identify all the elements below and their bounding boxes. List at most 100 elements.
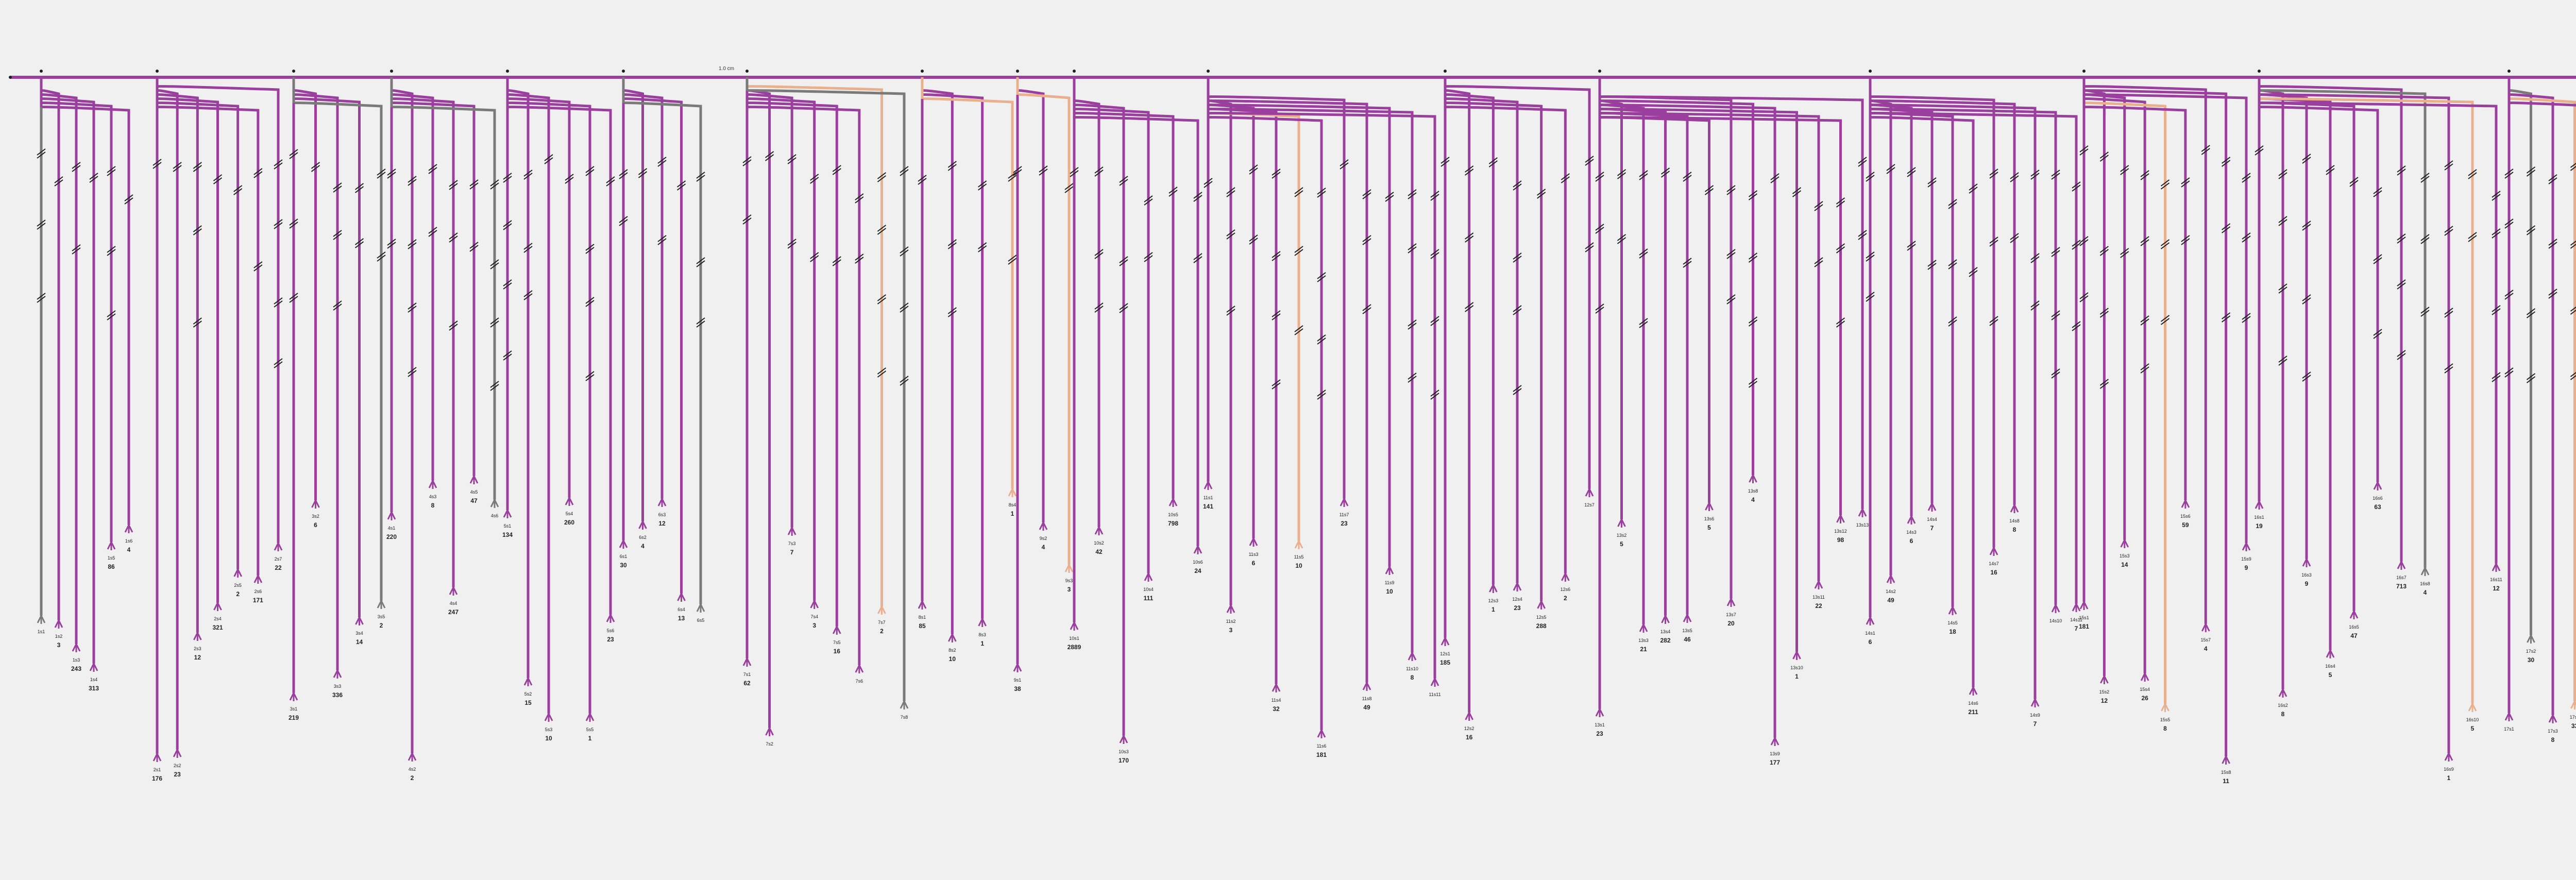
cord-id-label: 11s8 [1362, 696, 1372, 701]
knot-mark [233, 185, 243, 192]
cord-id-label: 5s3 [545, 727, 553, 732]
knot-mark [2051, 310, 2060, 317]
cord-value-label: 12 [2101, 697, 2108, 704]
cord-tassel [2468, 702, 2477, 712]
cord-tassel [490, 498, 499, 508]
knot-mark [173, 165, 182, 172]
cord-value-label: 7 [790, 549, 794, 556]
knot-mark [2326, 168, 2335, 175]
cord-value-label: 63 [2374, 503, 2381, 511]
cord-tassel [1119, 734, 1128, 744]
cord-tassel [311, 498, 320, 509]
cord-id-label: 5s2 [524, 691, 532, 697]
knot-mark [1989, 172, 1998, 179]
knot-mark [274, 361, 283, 368]
cord-value-label: 47 [2350, 632, 2358, 639]
cord-id-label: 10s3 [1118, 749, 1129, 754]
knot-mark [1465, 305, 1474, 312]
cord-tassel [1144, 571, 1153, 582]
knot-mark [2504, 168, 2514, 176]
knot-mark [1294, 325, 1303, 332]
knot-mark [1748, 252, 1758, 260]
cord-tassel [2255, 499, 2264, 510]
cord-tassel [1907, 514, 1916, 524]
knot-mark [213, 174, 223, 181]
knot-mark [2492, 228, 2501, 235]
cord-value-label: 46 [1684, 636, 1691, 643]
cord-id-label: 12s5 [1536, 615, 1547, 620]
knot-mark [107, 310, 116, 317]
knot-mark [877, 297, 887, 304]
cord-id-label: 13s1 [1595, 722, 1605, 727]
knot-mark [2242, 173, 2251, 180]
cord-value-label: 260 [564, 519, 574, 526]
cord-id-label: 6s3 [658, 512, 666, 517]
cord-id-label: 12s2 [1464, 726, 1475, 731]
cord-id-label: 15s8 [2221, 770, 2231, 775]
knot-mark [1683, 258, 1692, 265]
knot-mark [152, 159, 162, 166]
knot-mark [1385, 195, 1394, 202]
knot-mark [877, 367, 887, 375]
knot-mark [877, 228, 887, 235]
knot-mark [1585, 156, 1594, 163]
knot-mark [606, 179, 615, 187]
knot-mark [1836, 246, 1845, 253]
cord-id-label: 2s6 [255, 589, 262, 594]
knot-mark [1989, 168, 1998, 176]
knot-mark [900, 376, 909, 383]
knot-mark [2444, 160, 2453, 167]
cord-tassel [2302, 557, 2311, 567]
knot-mark [742, 217, 752, 225]
cord-value-label: 21 [1640, 646, 1647, 653]
knot-mark [1144, 198, 1153, 206]
knot-mark [638, 171, 648, 178]
cord-id-label: 3s4 [355, 631, 363, 636]
knot-mark [523, 173, 533, 180]
knot-mark [1430, 316, 1439, 323]
cord-tassel [1465, 710, 1474, 721]
knot-mark [37, 293, 46, 300]
knot-mark [1119, 259, 1128, 266]
knot-mark [2302, 294, 2311, 301]
knot-mark [1726, 188, 1736, 195]
pendant-cord [2082, 77, 2248, 543]
cord-value-label: 4 [1751, 496, 1755, 503]
cord-tassel [2100, 674, 2109, 684]
cord-id-label: 14s4 [1927, 517, 1937, 522]
knot-mark [1513, 308, 1522, 315]
knot-mark [2492, 305, 2501, 312]
cord-id-label: 7s2 [766, 741, 773, 747]
pendant-cord [2258, 77, 2332, 650]
knot-mark [2526, 228, 2536, 235]
knot-mark [877, 175, 887, 182]
knot-mark [503, 220, 512, 227]
cord-id-label: 7s4 [810, 614, 818, 619]
knot-mark [2242, 176, 2251, 183]
pendant-cord [622, 77, 683, 594]
knot-mark [1866, 172, 1875, 179]
cord-id-label: 13s13 [1856, 522, 1869, 528]
cord-value-label: 26 [2141, 695, 2148, 702]
pendant-cord [292, 77, 383, 601]
cord-id-label: 6s4 [677, 607, 685, 612]
knot-mark [1836, 197, 1845, 205]
knot-mark [523, 243, 533, 250]
knot-mark [978, 183, 987, 191]
cord-tassel [810, 599, 819, 609]
knot-mark [1094, 249, 1104, 256]
cord-id-label: 5s6 [607, 628, 615, 633]
knot-mark [900, 169, 909, 176]
cord-tassel [2444, 751, 2453, 761]
knot-mark [1748, 319, 1758, 327]
cord-tassel [253, 573, 263, 584]
cord-id-label: 4s1 [388, 526, 396, 531]
pendant-cord [1869, 77, 1975, 687]
knot-mark [1704, 188, 1714, 195]
cord-tassel [193, 631, 202, 641]
cord-id-label: 10s5 [1168, 512, 1178, 517]
knot-mark [1362, 304, 1371, 311]
knot-mark [523, 293, 533, 300]
knot-mark [1537, 189, 1546, 196]
